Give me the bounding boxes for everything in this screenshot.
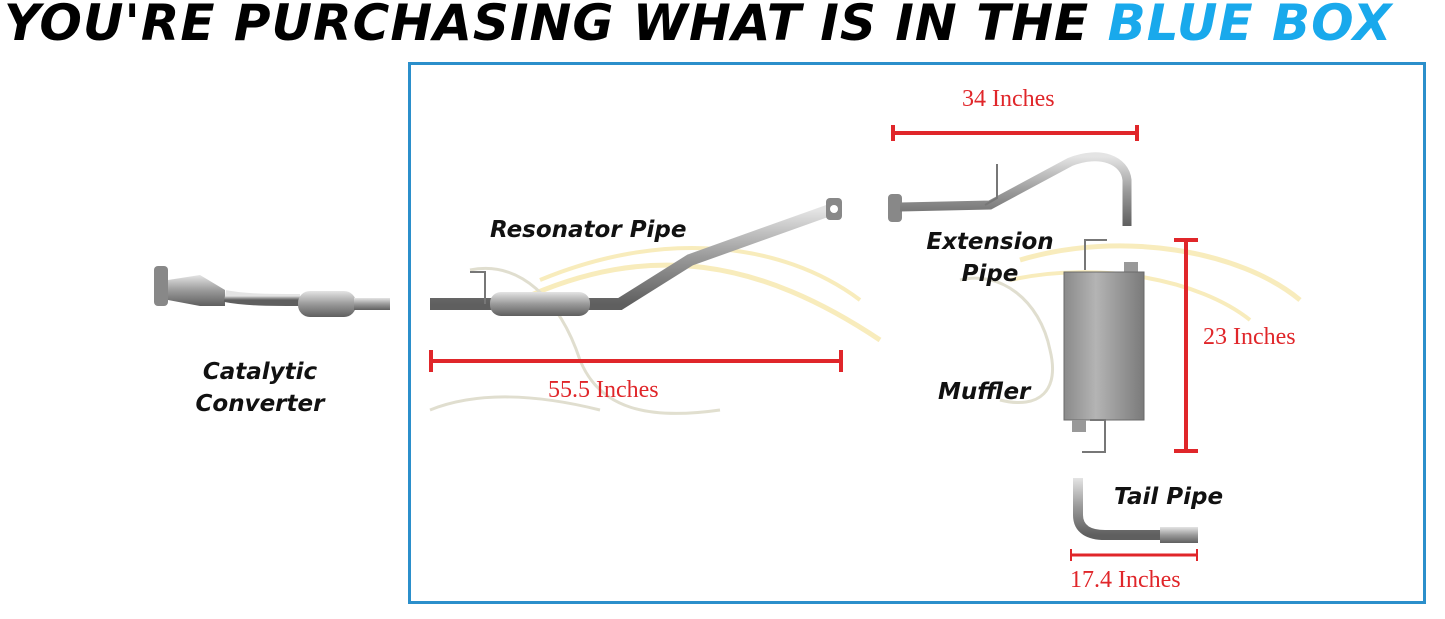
resonator-pipe-image: [430, 198, 842, 316]
label-line: Catalytic: [202, 359, 318, 385]
label-line: Converter: [195, 391, 325, 417]
dim-resonator: 55.5 Inches: [548, 377, 659, 403]
dim-muffler: 23 Inches: [1203, 324, 1296, 350]
title-highlight: BLUE BOX: [1107, 0, 1393, 52]
dim-extension: 34 Inches: [962, 86, 1055, 112]
label-muffler: Muffler: [938, 379, 1031, 405]
label-tail-pipe: Tail Pipe: [1114, 484, 1224, 510]
label-line: Pipe: [961, 261, 1019, 287]
label-resonator-pipe: Resonator Pipe: [490, 217, 687, 243]
label-extension-pipe: Extension Pipe: [905, 226, 1075, 290]
dim-tail: 17.4 Inches: [1070, 567, 1181, 593]
included-parts-box: [408, 62, 1426, 604]
label-line: Extension: [926, 229, 1054, 255]
label-catalytic-converter: Catalytic Converter: [180, 356, 340, 420]
title-prefix: YOU'RE PURCHASING WHAT IS IN THE: [4, 0, 1090, 52]
tail-pipe-image: [1073, 478, 1198, 543]
catalytic-converter-image: [154, 266, 390, 317]
extension-pipe-image: [888, 152, 1132, 226]
dimension-lines: [429, 125, 1198, 561]
page-title: YOU'RE PURCHASING WHAT IS IN THE BLUE BO…: [4, 0, 1392, 52]
muffler-image: [1063, 239, 1145, 453]
